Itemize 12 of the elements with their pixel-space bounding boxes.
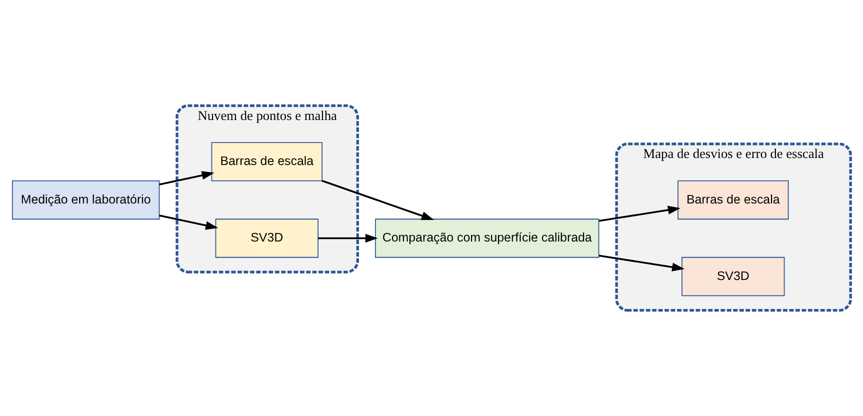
- node-box: Medição em laboratório: [12, 180, 160, 220]
- node-box: SV3D: [215, 218, 318, 258]
- arrow: [318, 234, 378, 243]
- node-box: Barras de escala: [678, 180, 789, 220]
- arrow: [159, 214, 218, 230]
- node-box: SV3D: [682, 256, 785, 296]
- arrow: [598, 206, 680, 222]
- node-box: Comparação com superfície calibrada: [375, 218, 600, 258]
- arrow: [598, 254, 685, 272]
- node-box: Barras de escala: [211, 142, 322, 182]
- arrow: [322, 180, 434, 220]
- arrow: [159, 171, 214, 186]
